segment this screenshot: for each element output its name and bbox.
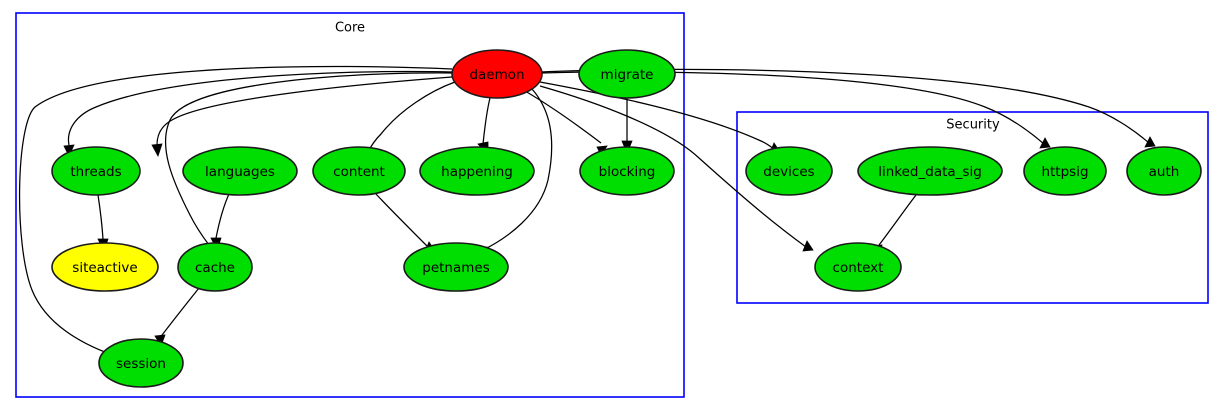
node-label-devices: devices [763,164,814,180]
edge-line-daemon-cache [164,72,454,246]
node-shape-happening[interactable] [419,146,535,196]
cluster-box-core [15,12,685,398]
node-label-happening: happening [441,164,513,180]
edge-content-to-petnames [374,192,436,253]
node-label-siteactive: siteactive [72,260,137,276]
node-label-languages: languages [205,164,275,180]
edge-line-daemon-languages [156,76,453,146]
node-auth[interactable]: auth [1126,146,1202,196]
cluster-core: Core [15,12,685,398]
node-migrate[interactable]: migrate [578,49,676,99]
node-shape-languages[interactable] [182,146,298,196]
node-shape-linked_data_sig[interactable] [857,146,1003,196]
edge-line-daemon-devices [539,81,775,150]
arrowhead-icon-daemon-auth [1144,136,1156,148]
edge-line-daemon-context [539,85,807,248]
node-languages[interactable]: languages [182,146,298,196]
edge-group [19,65,1156,359]
node-session[interactable]: session [98,338,184,388]
node-label-migrate: migrate [601,67,654,83]
edge-line-daemon-threads [67,70,453,146]
arrowhead-icon-daemon-context [802,240,814,252]
node-label-daemon: daemon [469,67,524,83]
cluster-label-security: Security [946,118,1000,133]
edge-line-content-petnames [374,192,430,249]
node-label-petnames: petnames [422,260,490,276]
edge-line-cache-session [158,287,200,340]
node-label-linked_data_sig: linked_data_sig [878,164,982,180]
node-petnames[interactable]: petnames [403,242,509,292]
node-label-context: context [833,260,884,276]
node-shape-blocking[interactable] [579,146,675,196]
node-shape-cache[interactable] [177,242,253,292]
edge-line-daemon-petnames [480,88,553,252]
edge-line-threads-siteactive [97,194,104,240]
node-shape-daemon[interactable] [451,49,543,99]
edge-daemon-to-languages [151,76,453,157]
edge-line-linked_data_sig-context [875,194,917,250]
edge-daemon-to-context [539,85,814,252]
cluster-label-core: Core [335,21,365,36]
node-devices[interactable]: devices [745,146,833,196]
edge-line-daemon-content [367,81,456,153]
node-shape-session[interactable] [98,338,184,388]
node-context[interactable]: context [814,242,902,292]
node-shape-migrate[interactable] [578,49,676,99]
edge-daemon-to-threads [63,70,453,157]
node-httpsig[interactable]: httpsig [1023,146,1107,196]
edge-line-daemon-session [19,65,453,355]
node-label-session: session [116,356,166,372]
node-shape-siteactive[interactable] [51,242,159,292]
edge-line-daemon-blocking [524,90,602,144]
node-blocking[interactable]: blocking [579,146,675,196]
node-shape-context[interactable] [814,242,902,292]
node-label-content: content [333,164,385,180]
cluster-box-security [736,111,1209,304]
edge-daemon-to-session [19,65,453,359]
node-linked_data_sig[interactable]: linked_data_sig [857,146,1003,196]
node-content[interactable]: content [312,146,406,196]
node-shape-content[interactable] [312,146,406,196]
node-siteactive[interactable]: siteactive [51,242,159,292]
edge-line-languages-cache [215,193,230,239]
node-shape-httpsig[interactable] [1023,146,1107,196]
node-group: daemon migrate threads languages content happ… [51,49,1202,388]
edge-cache-to-session [154,287,200,347]
edge-migrate-to-blocking [621,98,633,155]
node-shape-threads[interactable] [51,146,141,196]
node-threads[interactable]: threads [51,146,141,196]
node-label-threads: threads [70,164,121,180]
edge-daemon-to-blocking [524,90,608,156]
node-happening[interactable]: happening [419,146,535,196]
node-shape-devices[interactable] [745,146,833,196]
node-shape-petnames[interactable] [403,242,509,292]
node-label-httpsig: httpsig [1041,164,1088,180]
cluster-security: Security [736,111,1209,304]
node-label-auth: auth [1149,164,1180,180]
node-daemon[interactable]: daemon [451,49,543,99]
node-cache[interactable]: cache [177,242,253,292]
node-label-blocking: blocking [599,164,656,180]
edge-line-daemon-happening [482,97,491,145]
arrowhead-icon-daemon-httpsig [1039,137,1051,149]
node-shape-auth[interactable] [1126,146,1202,196]
arrowhead-icon-daemon-languages [151,143,163,157]
edge-daemon-to-devices [539,81,781,154]
node-label-cache: cache [195,260,235,276]
edge-languages-to-cache [210,193,230,252]
